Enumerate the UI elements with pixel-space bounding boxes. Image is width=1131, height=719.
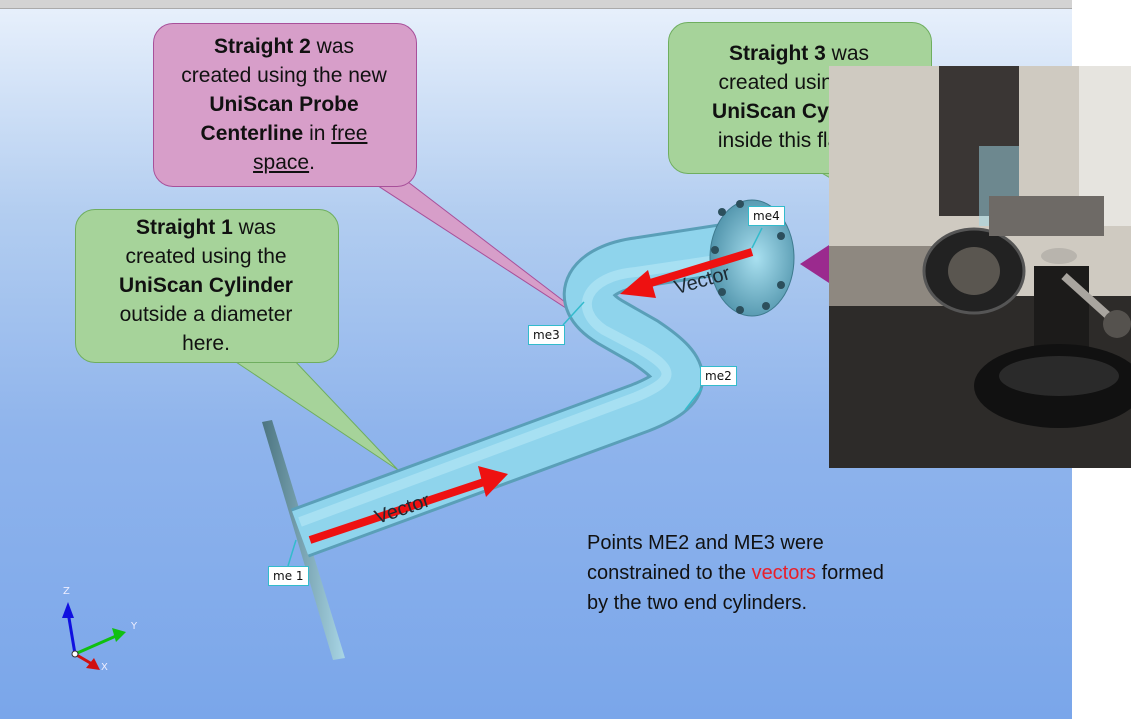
callout-straight2 xyxy=(153,23,417,187)
axis-triad xyxy=(62,602,126,670)
me1-label[interactable]: me 1 xyxy=(268,566,309,586)
me3-label[interactable]: me3 xyxy=(528,325,565,345)
callout-straight1-text: Straight 1 was created using the UniScan… xyxy=(119,216,293,355)
pipe-body xyxy=(292,219,774,555)
axis-label-y: Y xyxy=(131,621,138,632)
me2-label[interactable]: me2 xyxy=(700,366,737,386)
me1-leader xyxy=(287,539,297,567)
me4-label[interactable]: me4 xyxy=(748,206,785,226)
hardware-photo xyxy=(829,66,1131,468)
vector-arrow-lower-shaft xyxy=(308,478,486,544)
vector-arrow-lower-head xyxy=(478,466,508,497)
vector-arrow-upper-head xyxy=(620,270,656,298)
pipe-scene xyxy=(62,171,956,670)
callout-straight2-text: Straight 2 was created using the new Uni… xyxy=(181,35,387,174)
callout-straight1 xyxy=(75,209,339,363)
toolbar-strip xyxy=(0,0,1072,9)
me4-leader xyxy=(751,227,763,249)
right-flange xyxy=(709,199,795,317)
flange-bolt-holes xyxy=(711,200,785,314)
me2-leader xyxy=(684,387,703,411)
vector-arrow-upper-shaft xyxy=(642,248,754,289)
constraint-note: Points ME2 and ME3 were constrained to t… xyxy=(587,532,884,614)
callout-tail-straight1 xyxy=(228,357,399,471)
hardware-photo-drawing xyxy=(829,66,1131,468)
pipe-highlight xyxy=(298,247,771,527)
axis-label-x: X xyxy=(101,662,108,673)
me3-leader xyxy=(562,301,585,326)
axis-label-z: Z xyxy=(63,586,70,597)
